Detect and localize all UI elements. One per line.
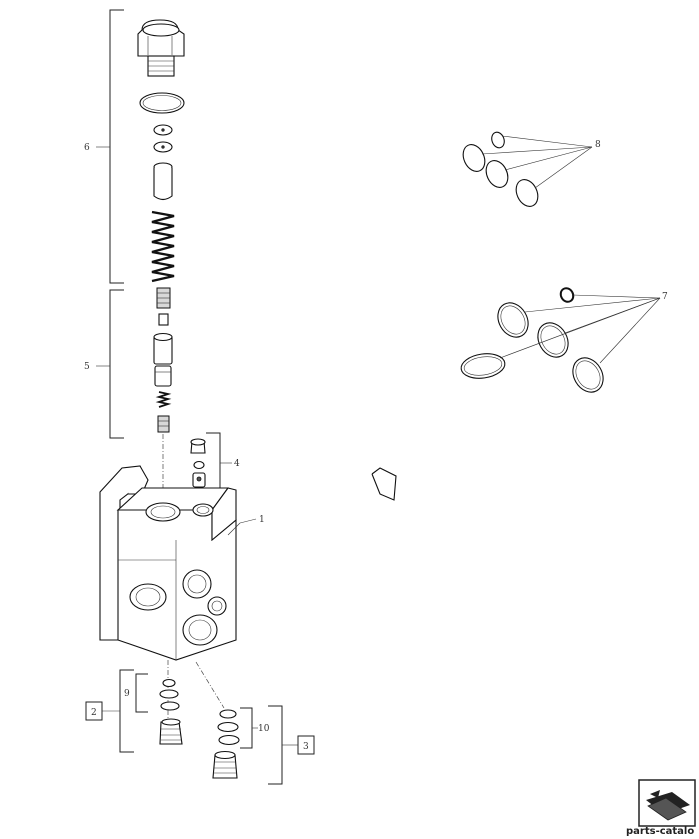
watermark-logo: parts-catalo (626, 779, 696, 837)
callout-7: 7 (662, 292, 668, 302)
watermark-text: parts-catalo (626, 826, 694, 837)
port-axis-line-right (195, 661, 225, 709)
left-port-plug-parts (159, 678, 183, 745)
callout-10: 10 (258, 724, 270, 734)
seal-kit-8: 8 (462, 131, 601, 207)
poppet-pin (153, 162, 173, 201)
right-port-plug-parts (212, 709, 240, 779)
small-seat (158, 313, 169, 326)
cap-nut (137, 19, 185, 77)
seal-kit-7: 7 (460, 287, 668, 393)
relief-spring (151, 210, 175, 283)
callout-5: 5 (84, 362, 90, 372)
callout-9: 9 (124, 689, 130, 699)
callout-4: 4 (234, 459, 240, 469)
folder-arrow-icon (646, 790, 690, 821)
group-5-brackets: 5 (84, 289, 124, 439)
group-6-brackets: 6 (84, 9, 124, 284)
shim-discs (153, 124, 173, 153)
callout-1: 1 (259, 515, 265, 525)
small-spring (155, 391, 172, 408)
adjust-screw (156, 287, 171, 309)
group-10-brackets: 10 3 (240, 705, 315, 785)
poppet-body (153, 332, 173, 387)
callout-box-3 (297, 735, 315, 755)
valve-body: 1 (99, 465, 397, 661)
callout-3: 3 (303, 742, 309, 752)
callout-2: 2 (91, 708, 97, 718)
lower-plug (157, 415, 170, 433)
callout-6: 6 (84, 143, 90, 153)
callout-box-2 (85, 701, 103, 721)
cap-o-ring (139, 92, 185, 114)
group-9-brackets: 9 2 (85, 669, 148, 753)
callout-8: 8 (595, 140, 601, 150)
